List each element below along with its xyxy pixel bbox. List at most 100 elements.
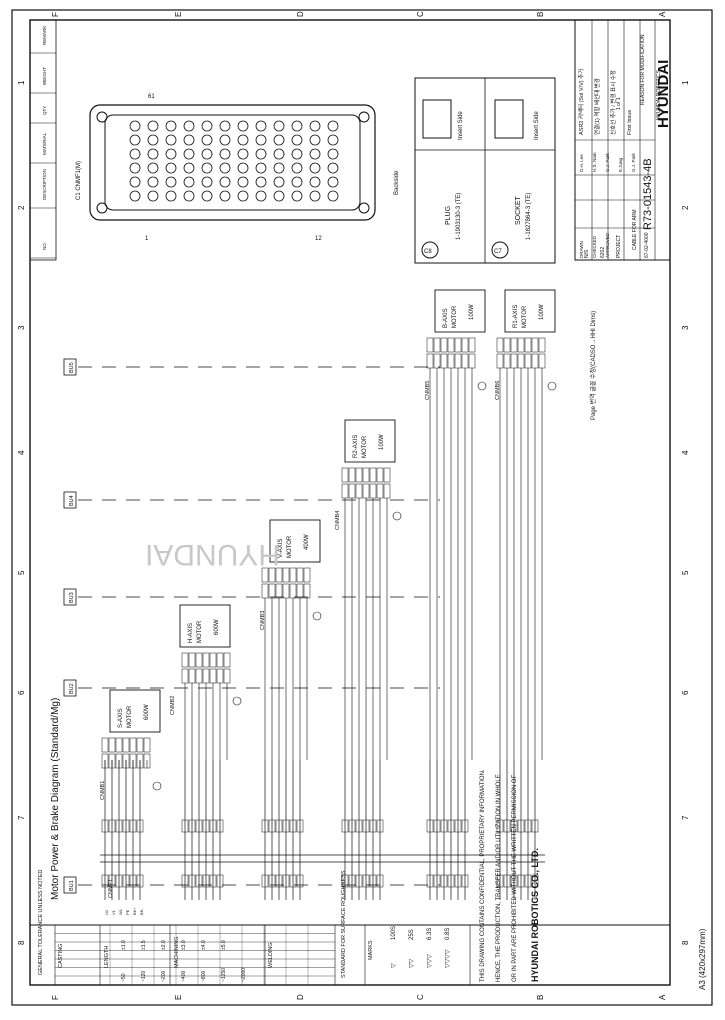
wire-tag <box>517 874 525 888</box>
zone-letter: B <box>536 995 545 1000</box>
wire-tag <box>369 874 377 888</box>
revision-entry: 신호선 추가 / 변경 표시 수정 <box>609 70 617 135</box>
approver-role: APPROVED <box>605 232 610 258</box>
motor-label: MOTOR <box>287 535 293 558</box>
wire-tag <box>296 819 304 833</box>
motor-axis: S-AXIS <box>118 708 124 728</box>
connector-pin <box>273 120 285 132</box>
connector-pin <box>129 162 141 174</box>
pin-cell <box>362 483 370 499</box>
motor-axis: H-AXIS <box>188 623 194 643</box>
wire-tag <box>108 819 116 833</box>
connector-pin <box>219 148 231 160</box>
pin-cell <box>129 737 137 753</box>
zone-number: 4 <box>681 450 690 455</box>
wire-tag <box>209 819 217 833</box>
mount-screw <box>358 202 370 214</box>
wire-tag <box>122 819 130 833</box>
marks-label: MARKS <box>368 940 374 960</box>
pin-cell <box>383 483 391 499</box>
pin-cell <box>517 353 525 369</box>
drawing-number: R73-01543-4B <box>642 158 654 230</box>
sheet-value: 1 of 1 <box>616 97 622 110</box>
pin-cell <box>362 467 370 483</box>
wire-tag <box>376 819 384 833</box>
pin-cell <box>181 652 189 668</box>
connector-pin <box>183 162 195 174</box>
connector-pin <box>183 120 195 132</box>
pin-cell <box>440 337 448 353</box>
zone-letter: D <box>296 994 305 1000</box>
pin-cell <box>188 652 196 668</box>
connector-pin <box>309 134 321 146</box>
wire-tag <box>531 819 539 833</box>
wire-tag <box>376 874 384 888</box>
wire-tag <box>129 819 137 833</box>
connector-pin <box>273 134 285 146</box>
wire-label: PE <box>125 909 130 915</box>
pin-cell <box>538 337 546 353</box>
approver-name: E.Jung <box>618 157 623 172</box>
pin-cell <box>202 652 210 668</box>
zone-letter: A <box>658 994 667 1000</box>
revision-note: Page 번역 글꼴 수정(CADSO→HHI Dims) <box>589 311 597 420</box>
wire-tag <box>268 874 276 888</box>
connector-pin <box>129 190 141 202</box>
legal-line-1: THIS DRAWING CONTAINS CONFIDENTIAL, PROP… <box>480 769 486 982</box>
pin-cell <box>188 668 196 684</box>
motor-connector-id: CNMB2 <box>170 696 176 715</box>
backside-label: Backside <box>394 170 400 195</box>
motor-power: 400W <box>304 534 310 550</box>
motor-label: MOTOR <box>197 620 203 643</box>
wire-tag <box>362 874 370 888</box>
wire-tag <box>362 819 370 833</box>
pin-cell <box>496 337 504 353</box>
motor-box <box>344 419 396 463</box>
tolerance-value: ±4.0 <box>201 940 207 950</box>
main-connector-figure: 61 1 12 C1 CNMF1(M) Backside <box>76 94 400 242</box>
wire-label: V1 <box>111 909 116 915</box>
revision-entry: First Issue <box>627 110 633 135</box>
company-subtitle: HYUNDAI ROBOTICS <box>656 69 662 120</box>
pin-label-61: 61 <box>148 94 155 100</box>
wire-tag <box>115 819 123 833</box>
parts-list-column-label: REMARK <box>42 26 47 45</box>
connector-pin <box>309 176 321 188</box>
legal-line-2: HENCE, THE PRODUCTION, TRANSFER AND/OR U… <box>496 774 502 982</box>
wire-tag <box>355 819 363 833</box>
bus-label: BU2 <box>69 683 75 694</box>
pin-cell <box>376 467 384 483</box>
pin-cell <box>202 668 210 684</box>
socket-name: SOCKET <box>515 195 522 225</box>
shield-node <box>392 511 402 521</box>
zone-number: 7 <box>681 815 690 820</box>
casting-label: CASTING <box>58 944 64 968</box>
title-block: HYUNDAI HYUNDAI ROBOTICS R73-01543-4B CA… <box>574 19 672 261</box>
pin-cell <box>261 567 269 583</box>
pin-cell <box>531 337 539 353</box>
pin-cell <box>282 583 290 599</box>
zone-number: 3 <box>17 325 26 330</box>
wire-tag <box>115 874 123 888</box>
plug-name: PLUG <box>445 206 452 225</box>
wire-tag <box>510 874 518 888</box>
wire-tag <box>341 874 349 888</box>
pin-cell <box>433 353 441 369</box>
pin-cell <box>348 467 356 483</box>
motor-connector-id: CNMB4 <box>335 511 341 530</box>
revision-entry: 연결(1) 역할 배선대 변경 <box>593 78 601 135</box>
connector-insert <box>104 114 361 211</box>
pin-cell <box>440 353 448 369</box>
main-connector-label: CNMF1 <box>108 879 114 898</box>
plug-part: 1-1903130-3 (TE) <box>456 193 462 240</box>
wire-label: W1 <box>118 908 123 915</box>
pin-cell <box>275 583 283 599</box>
pin-cell <box>524 353 532 369</box>
